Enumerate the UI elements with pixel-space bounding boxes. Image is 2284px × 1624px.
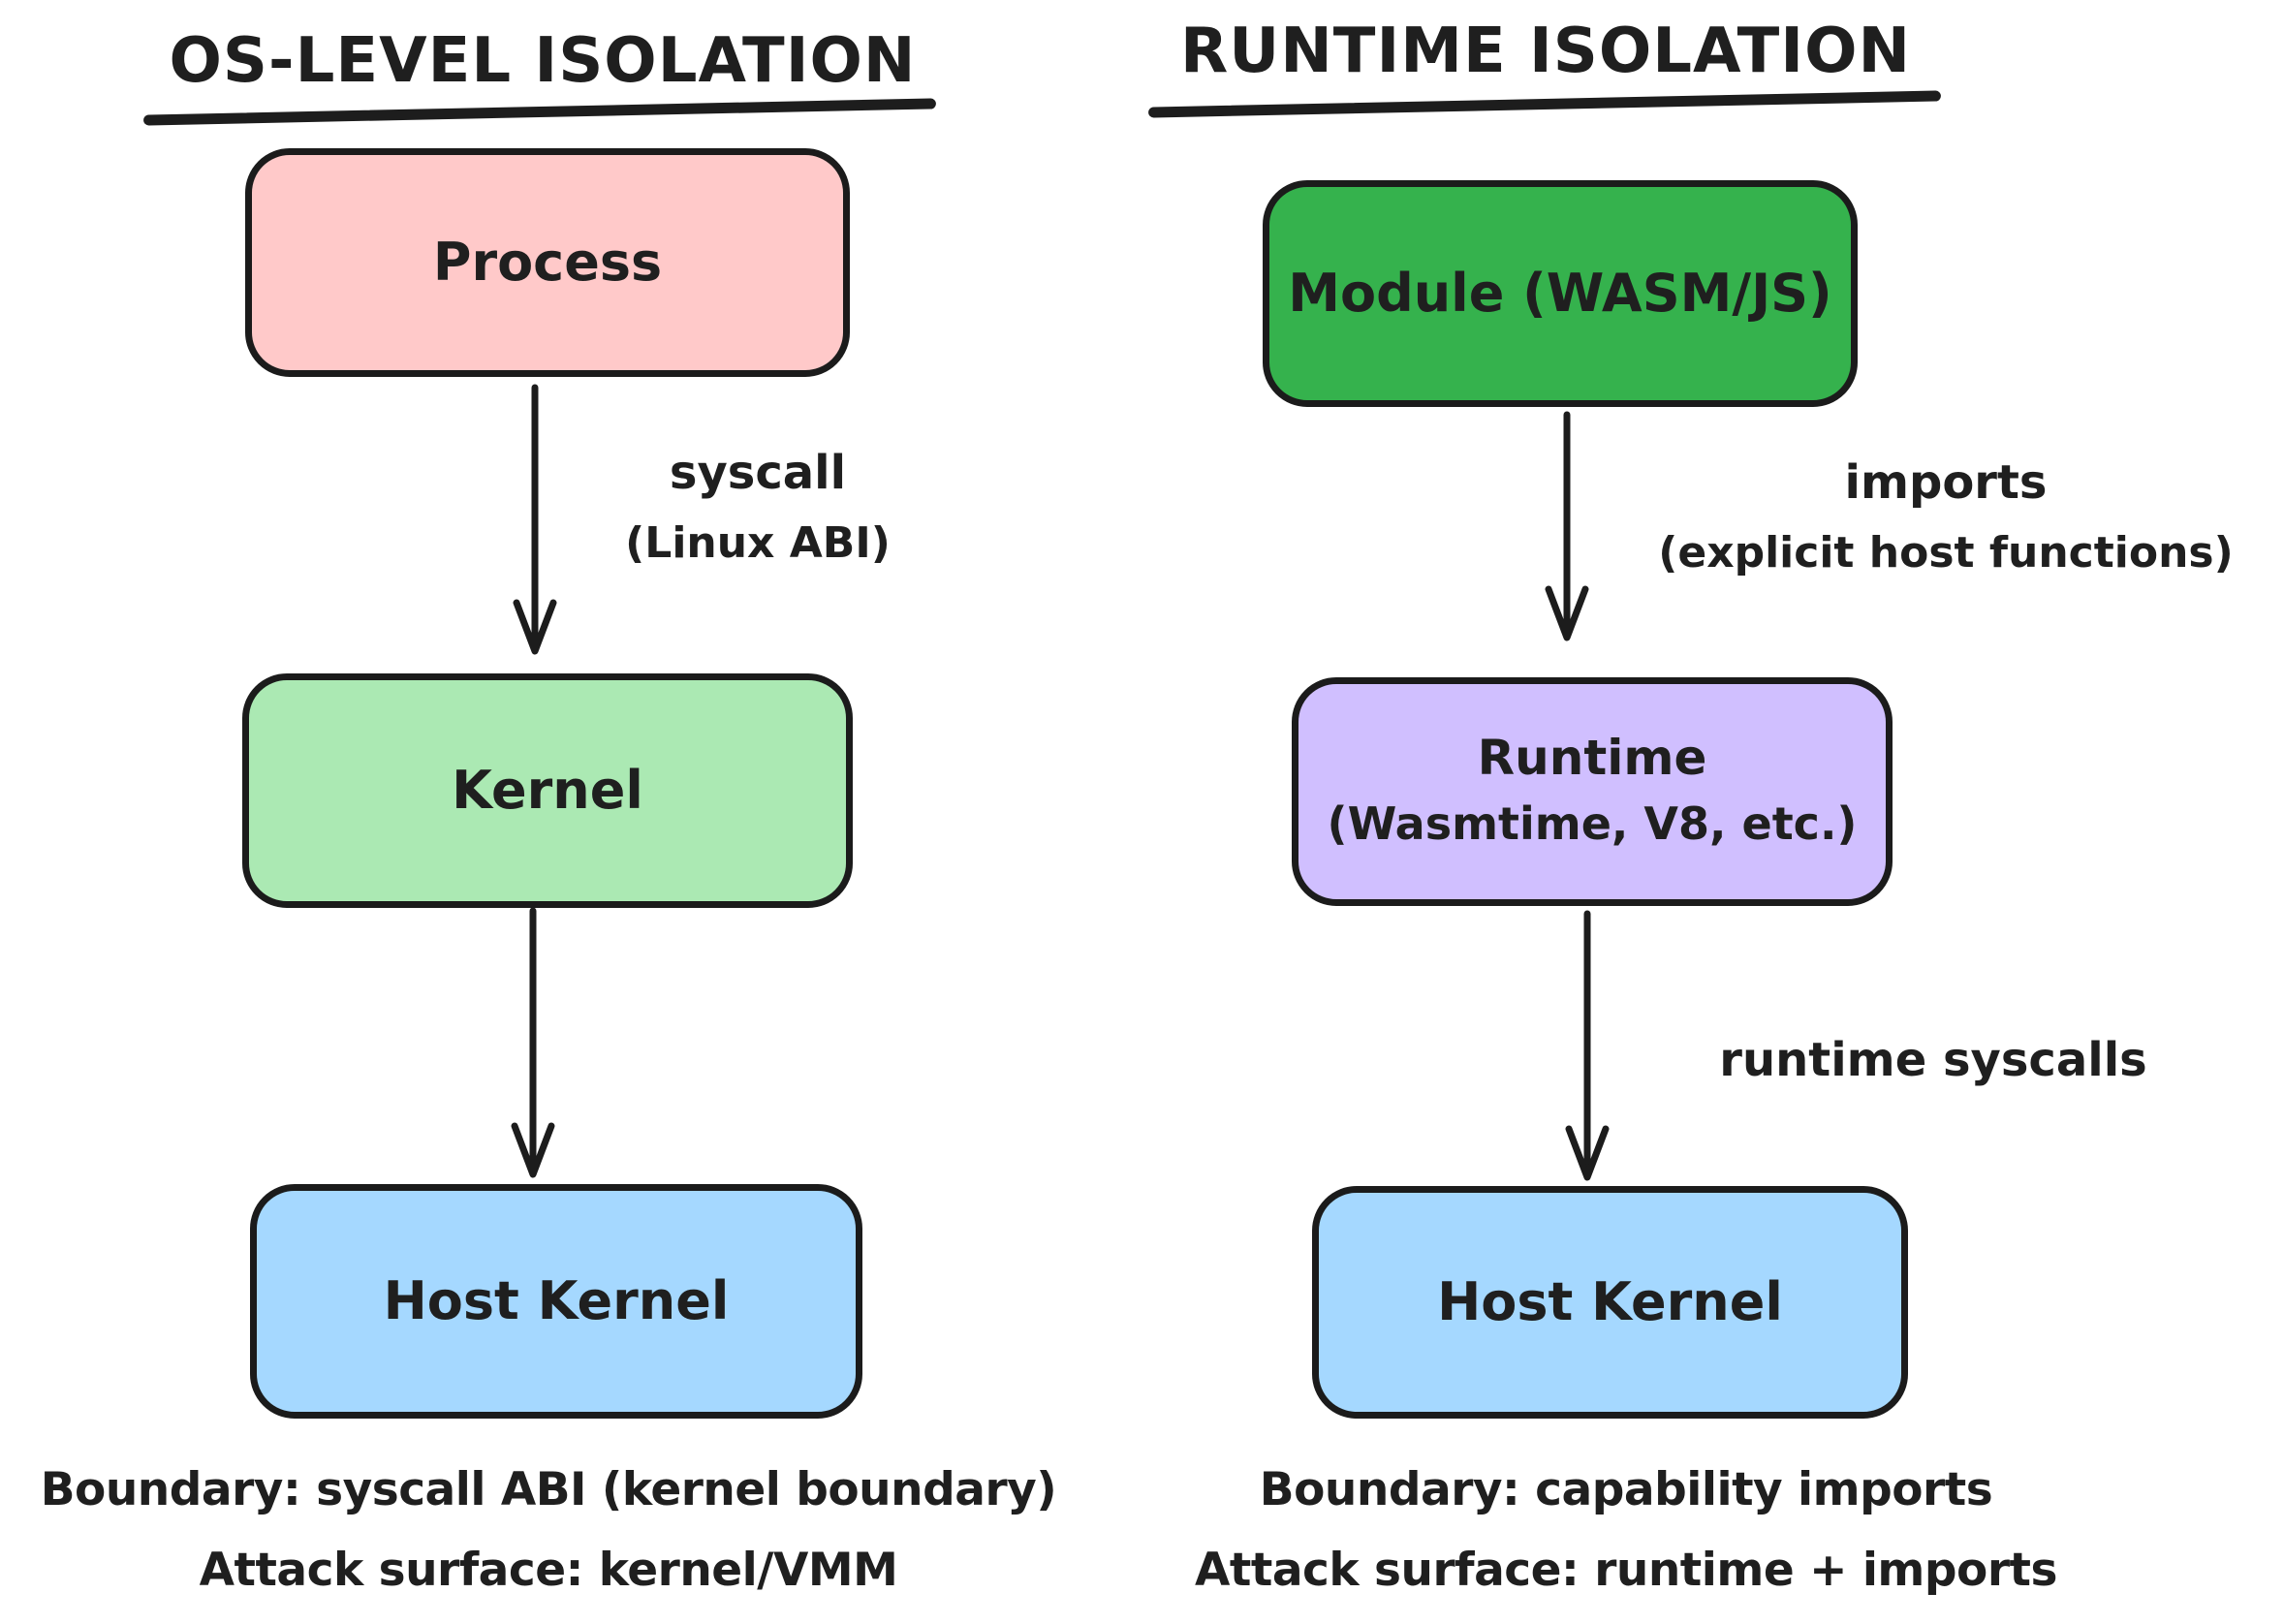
- node-module-label: Module (WASM/JS): [1288, 262, 1832, 324]
- footer-runtime-line1: Boundary: capability imports: [1259, 1463, 1993, 1516]
- footer-os: Boundary: syscall ABI (kernel boundary) …: [16, 1450, 1081, 1610]
- runtime-title-underline: [1147, 90, 1942, 118]
- footer-runtime-line2: Attack surface: runtime + imports: [1195, 1544, 2057, 1597]
- edge-label-syscall: syscall (Linux ABI): [545, 438, 971, 579]
- edge-label-syscall-line1: syscall: [669, 446, 847, 500]
- edge-label-syscall-line2: (Linux ABI): [625, 518, 891, 568]
- footer-os-line1: Boundary: syscall ABI (kernel boundary): [40, 1463, 1057, 1516]
- node-host-kernel-left-label: Host Kernel: [383, 1269, 730, 1331]
- edge-label-imports-line1: imports: [1844, 455, 2048, 510]
- edge-label-runtime-syscalls: runtime syscalls: [1686, 1025, 2180, 1095]
- node-runtime: Runtime (Wasmtime, V8, etc.): [1292, 677, 1893, 906]
- node-runtime-label: Runtime: [1477, 729, 1707, 786]
- edge-label-imports-line2: (explicit host functions): [1658, 528, 2234, 578]
- node-module: Module (WASM/JS): [1263, 180, 1858, 407]
- arrow-module-to-runtime: [1545, 411, 1589, 641]
- node-host-kernel-left: Host Kernel: [250, 1184, 862, 1419]
- arrow-runtime-to-host-kernel: [1565, 910, 1610, 1181]
- footer-runtime: Boundary: capability imports Attack surf…: [1142, 1450, 2111, 1610]
- node-process-label: Process: [432, 231, 663, 293]
- os-title: OS-LEVEL ISOLATION: [169, 25, 917, 97]
- footer-os-line2: Attack surface: kernel/VMM: [199, 1544, 898, 1597]
- edge-label-runtime-syscalls-line1: runtime syscalls: [1719, 1033, 2147, 1087]
- node-host-kernel-right-label: Host Kernel: [1437, 1270, 1783, 1332]
- node-host-kernel-right: Host Kernel: [1312, 1186, 1908, 1419]
- os-title-underline: [142, 98, 937, 126]
- arrow-kernel-to-host-kernel: [511, 907, 555, 1178]
- arrow-process-to-kernel: [513, 384, 557, 655]
- node-process: Process: [245, 148, 850, 377]
- node-runtime-sublabel: (Wasmtime, V8, etc.): [1327, 797, 1858, 851]
- node-kernel-label: Kernel: [452, 759, 643, 821]
- edge-label-imports: imports (explicit host functions): [1609, 448, 2283, 589]
- node-kernel: Kernel: [242, 673, 853, 908]
- runtime-title: RUNTIME ISOLATION: [1179, 16, 1912, 87]
